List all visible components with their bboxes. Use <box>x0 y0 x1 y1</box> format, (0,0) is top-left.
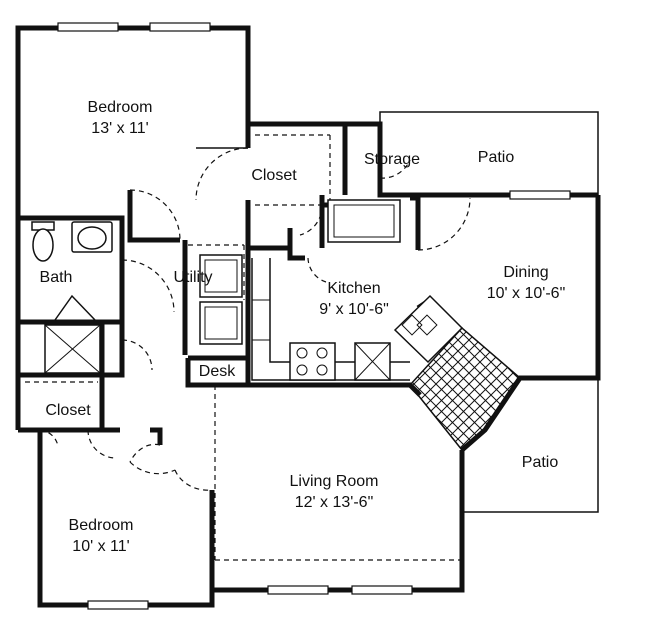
tile-line <box>473 328 520 450</box>
tile-line <box>410 328 422 450</box>
label-living-room-size: 12' x 13'-6" <box>295 494 374 511</box>
tile-line <box>99 300 299 500</box>
tile-line <box>166 300 366 500</box>
tile-line <box>617 300 650 500</box>
tile-line <box>561 300 650 500</box>
shower-icon <box>44 294 101 374</box>
label-desk: Desk <box>199 363 236 380</box>
label-dining: Dining <box>503 264 548 281</box>
tile-floor-outline <box>409 326 521 452</box>
window-top-right <box>149 22 211 32</box>
label-closet-top: Closet <box>251 167 297 184</box>
doors <box>39 147 471 491</box>
tile-line <box>628 300 650 500</box>
tile-line <box>410 328 520 450</box>
tile-line <box>143 300 343 500</box>
tile-line <box>594 300 650 500</box>
label-storage: Storage <box>364 151 420 168</box>
tile-line <box>410 328 520 450</box>
tile-line <box>410 328 520 450</box>
label-bedroom-top: Bedroom <box>88 99 153 116</box>
room-labels: Bedroom 13' x 11' Closet Storage Patio B… <box>40 99 566 555</box>
windows <box>57 22 571 610</box>
label-bedroom-bottom: Bedroom <box>69 517 134 534</box>
tile-line <box>410 328 499 450</box>
tile-line <box>573 300 650 500</box>
closet-dashes <box>25 134 460 561</box>
tile-line <box>410 328 520 450</box>
dryer-icon <box>199 301 243 345</box>
sink-icon <box>71 221 113 253</box>
window-top-left <box>57 22 119 32</box>
window-bedroom-bottom <box>87 600 149 610</box>
tile-line <box>595 300 650 500</box>
label-bedroom-bottom-size: 10' x 11' <box>72 538 129 555</box>
toilet-icon <box>31 221 55 262</box>
tile-line <box>639 300 650 500</box>
tile-line <box>494 328 520 450</box>
tile-line <box>472 328 520 450</box>
tile-line <box>572 300 650 500</box>
tile-line <box>606 300 650 500</box>
tile-line <box>484 328 520 450</box>
tile-line <box>410 328 520 450</box>
window-living-right <box>351 585 413 595</box>
window-living-left <box>267 585 329 595</box>
tile-line <box>410 328 520 450</box>
label-dining-size: 10' x 10'-6" <box>487 285 566 302</box>
tile-line <box>495 328 520 450</box>
tile-line <box>410 328 520 450</box>
tile-line <box>410 328 520 450</box>
washer-icon <box>199 254 243 298</box>
dishwasher-icon <box>354 342 391 381</box>
label-patio-top: Patio <box>478 149 515 166</box>
label-kitchen: Kitchen <box>327 280 380 297</box>
tile-line <box>410 328 520 450</box>
tile-line <box>583 300 650 500</box>
tile-line <box>88 300 288 500</box>
label-kitchen-size: 9' x 10'-6" <box>319 301 389 318</box>
label-patio-bottom: Patio <box>522 454 559 471</box>
kitchen-sink-icon <box>393 294 464 364</box>
label-utility: Utility <box>173 269 212 286</box>
patio-outlines <box>379 111 599 513</box>
tile-line <box>165 300 365 500</box>
label-closet-bottom: Closet <box>45 402 91 419</box>
tile-line <box>584 300 650 500</box>
tile-line <box>483 328 520 450</box>
stove-icon <box>289 342 336 381</box>
window-dining <box>509 190 571 200</box>
tile-line <box>428 328 520 450</box>
label-living-room: Living Room <box>290 473 379 490</box>
label-bath: Bath <box>40 269 73 286</box>
label-bedroom-top-size: 13' x 11' <box>91 120 148 137</box>
tile-line <box>562 300 650 500</box>
